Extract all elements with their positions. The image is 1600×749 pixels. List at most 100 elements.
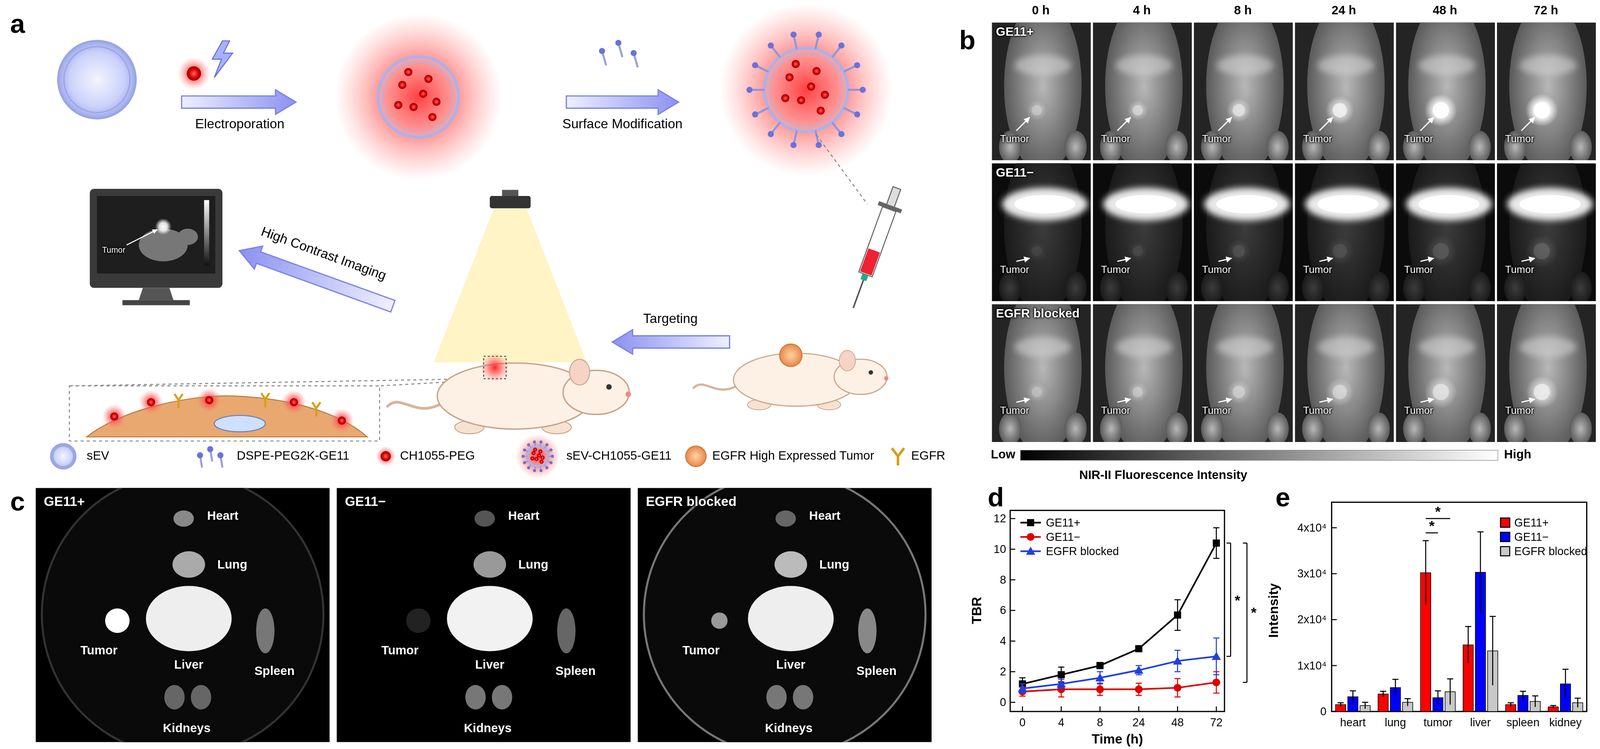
data-marker — [1095, 685, 1104, 693]
vesicle — [58, 40, 136, 119]
legend-text: sEV — [86, 448, 109, 463]
error-bar — [1577, 697, 1579, 708]
error-cap — [1096, 670, 1104, 672]
tick-mark — [1010, 609, 1016, 611]
organ-dish-art — [35, 473, 330, 749]
vesicle-membrane — [378, 56, 459, 138]
tumor-signal — [1132, 386, 1143, 397]
error-bar — [1364, 702, 1366, 709]
tick-label: 4 — [999, 634, 1006, 648]
peptide-spike — [831, 47, 840, 58]
kidney-organ — [792, 684, 814, 710]
mouse-leg — [1266, 271, 1289, 301]
tumor-label: Tumor — [1201, 263, 1231, 276]
lightning-bolt — [212, 40, 233, 78]
legend-text: GE11+ — [1514, 515, 1549, 529]
scale-label: Low — [990, 448, 1016, 463]
group-label: GE11− — [995, 166, 1034, 181]
error-cap — [1404, 697, 1411, 699]
imaging-panel — [991, 0, 1596, 461]
legend-text: EGFR blocked — [1045, 544, 1120, 558]
tick-label: 72 — [1209, 715, 1223, 729]
error-bar — [1467, 626, 1469, 663]
mouse-leg — [1201, 271, 1224, 301]
image-tile-art — [1396, 0, 1495, 173]
error-bar — [1340, 702, 1342, 707]
image-tile-art — [1093, 0, 1192, 173]
category-label: tumor — [1423, 715, 1453, 729]
dye-dot — [534, 456, 539, 462]
step-label: High Contrast Imaging — [258, 224, 389, 284]
liver-signal — [1406, 187, 1492, 221]
error-cap — [1096, 683, 1104, 684]
inset-box — [69, 385, 380, 441]
data-marker — [1026, 546, 1036, 555]
liver-signal — [1507, 187, 1593, 221]
image-tile: Tumor — [1396, 303, 1495, 442]
mouse-leg — [1301, 271, 1325, 301]
tick-mark — [1331, 618, 1337, 620]
peptide-head — [539, 440, 543, 444]
tumor-pointer — [1218, 398, 1232, 402]
dye-dot — [797, 96, 806, 105]
peptide-head — [838, 42, 845, 49]
organ-label: Tumor — [381, 644, 419, 658]
mouse-leg — [1504, 271, 1527, 301]
dye-dot — [539, 459, 544, 464]
dye-dot — [533, 447, 538, 452]
nir-glow — [196, 387, 222, 412]
image-tile-art — [1093, 280, 1192, 455]
nir-glow — [480, 353, 510, 382]
tick-mark — [1010, 578, 1016, 580]
error-cap — [1019, 692, 1026, 694]
category-label: lung — [1384, 715, 1406, 729]
syringe-needle — [853, 279, 864, 308]
screen-tumor — [155, 218, 172, 235]
organ-label: Lung — [217, 558, 248, 573]
peptide-head — [533, 440, 536, 444]
tick-mark — [1010, 640, 1016, 642]
time-label: 8 h — [1233, 4, 1252, 19]
tile-clip — [1294, 163, 1394, 301]
tick-mark — [1010, 701, 1016, 703]
kidney-organ — [465, 684, 486, 710]
error-bar — [1534, 695, 1536, 707]
step-label: Surface Modification — [562, 116, 683, 133]
panel-letter: c — [10, 486, 25, 518]
lung-organ — [774, 551, 808, 578]
tumor-pointer — [1218, 117, 1232, 131]
error-bar — [1522, 691, 1524, 700]
tumor-pointer — [1521, 258, 1535, 262]
peptide-head — [815, 31, 822, 38]
axis-title: TBR — [969, 596, 985, 624]
image-tile-art — [991, 280, 1091, 455]
tick-label: 12 — [993, 512, 1007, 526]
tumor-signal — [1332, 102, 1347, 118]
error-cap — [1337, 702, 1344, 703]
tick-label: 3x10⁴ — [1297, 567, 1327, 581]
error-cap — [1422, 539, 1429, 541]
error-bar — [1425, 540, 1426, 605]
peptide-head — [550, 454, 554, 458]
peptide-spike — [772, 122, 781, 133]
mouse-leg — [1064, 130, 1087, 161]
nir-glow — [102, 403, 127, 429]
error-cap — [1489, 615, 1496, 617]
tick-mark — [1215, 706, 1217, 712]
tile-clip — [1193, 163, 1293, 301]
peptide-spike — [831, 122, 840, 133]
image-tile: Tumor — [1294, 22, 1394, 161]
peptide-spike — [843, 108, 856, 114]
peptide-spike — [752, 88, 765, 91]
tick-mark — [1138, 706, 1140, 712]
image-tile: EGFR blockedTumor — [991, 303, 1091, 442]
significance-bracket — [1226, 542, 1231, 544]
image-tile-art — [1497, 280, 1596, 455]
error-cap — [1549, 704, 1557, 706]
tick-label: 8 — [999, 572, 1006, 587]
image-tile-art — [1294, 0, 1394, 173]
organ-label: Liver — [475, 658, 505, 673]
tick-label: 2 — [999, 665, 1006, 679]
tick-mark — [1331, 527, 1337, 529]
error-bar — [1449, 678, 1451, 705]
